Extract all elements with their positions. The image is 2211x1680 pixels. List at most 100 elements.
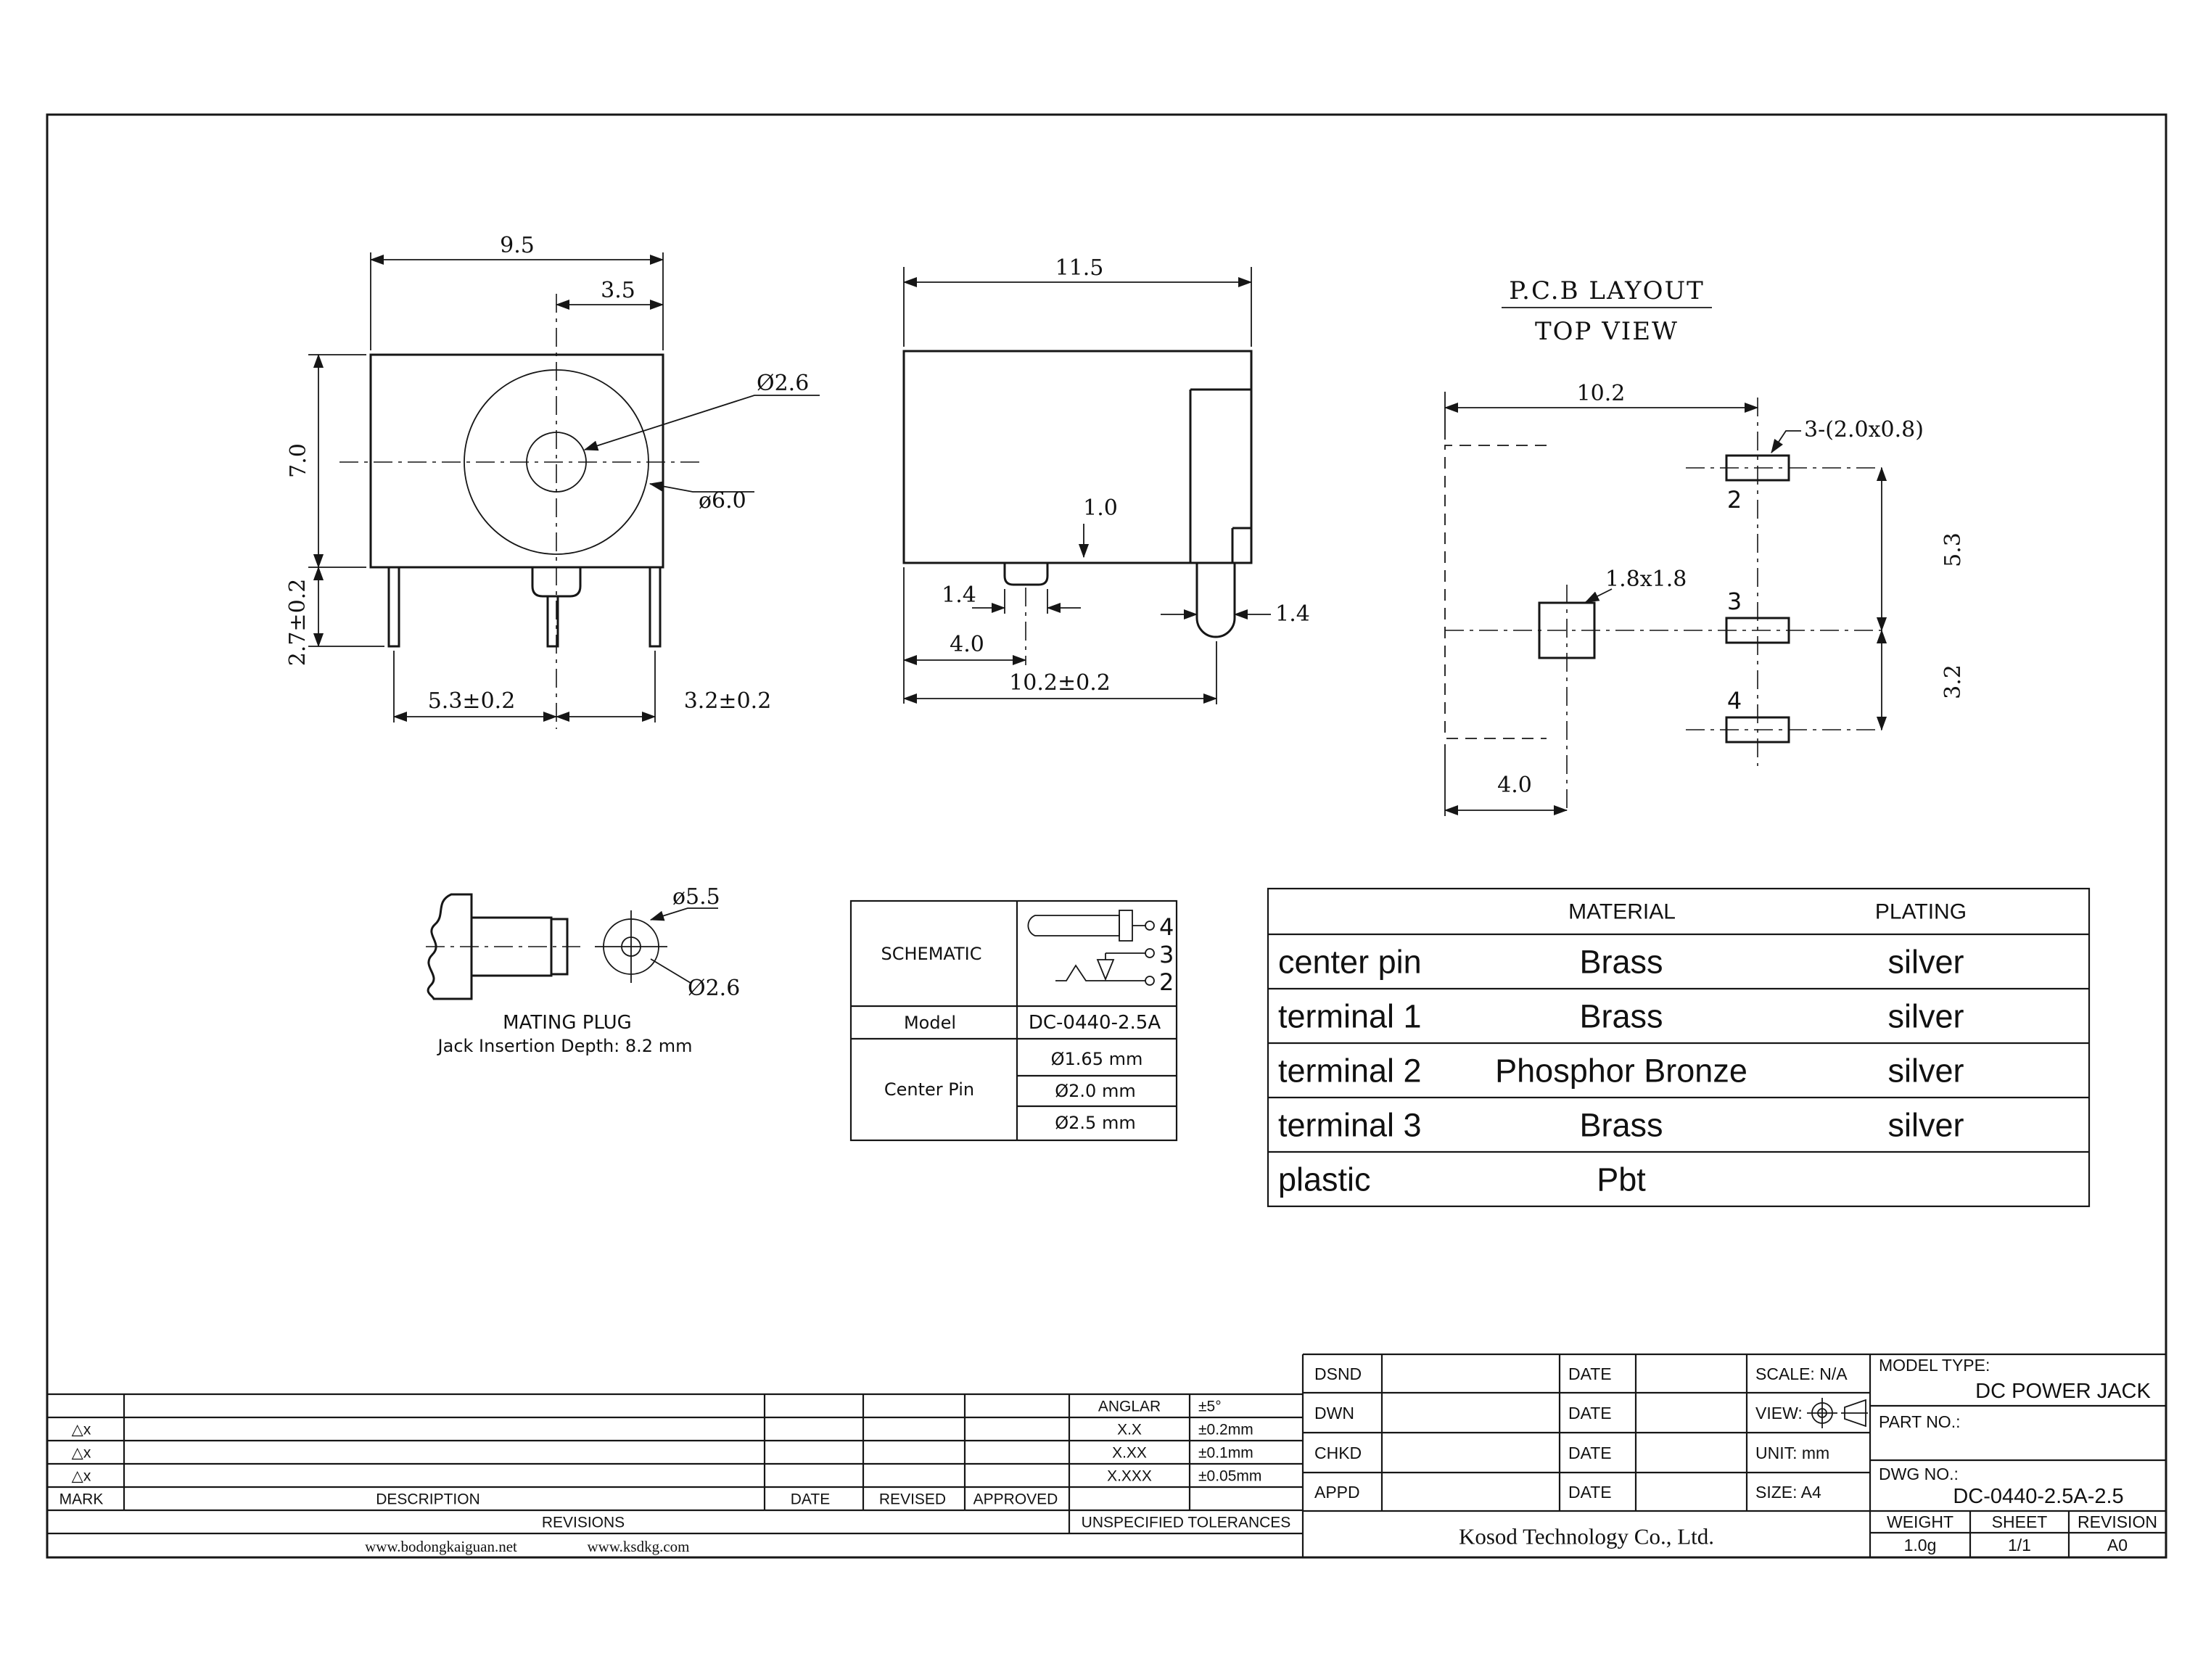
row-material: Phosphor Bronze: [1495, 1053, 1747, 1090]
tol-name: X.XX: [1112, 1445, 1147, 1462]
mark-header: MARK: [59, 1491, 104, 1508]
spec-center-pin-option: Ø2.5 mm: [1055, 1113, 1135, 1133]
sheet-border: [46, 113, 2167, 1559]
side-dim-stub-offset: 4.0: [950, 632, 984, 657]
sheet-value: 1/1: [2008, 1536, 2031, 1555]
row-material: Brass: [1579, 998, 1663, 1035]
spec-model-value: DC-0440-2.5A: [1029, 1012, 1161, 1034]
jack-schematic-symbol: 4 3 2: [1027, 910, 1174, 996]
model-type-label: MODEL TYPE:: [1879, 1356, 1990, 1375]
plug-subtitle: Jack Insertion Depth: 8.2 mm: [437, 1036, 693, 1056]
part-no-label: PART NO.:: [1879, 1412, 1960, 1431]
material-row: terminal 3 Brass silver: [1278, 1107, 1964, 1144]
row-part: terminal 2: [1278, 1053, 1422, 1090]
unspecified-tolerances-label: UNSPECIFIED TOLERANCES: [1082, 1515, 1291, 1531]
plating-col-header: PLATING: [1875, 900, 1967, 924]
pcb-layout-view: P.C.B LAYOUT TOP VIEW 10.2 3-(2.0x0.8) 1…: [1444, 276, 1966, 816]
revision-header: REVISION: [2078, 1512, 2157, 1531]
pcb-pin4-label: 4: [1727, 687, 1742, 715]
mark-symbol: △x: [72, 1468, 91, 1485]
front-dim-center-offset: 3.5: [601, 278, 635, 303]
view-label: VIEW:: [1755, 1404, 1803, 1422]
front-label-barrel: ø6.0: [699, 488, 746, 514]
row-part: plastic: [1278, 1161, 1371, 1198]
side-view: 11.5 1.0 1.4 4.0 10.2±0.2 1.4: [902, 255, 1310, 704]
description-header: DESCRIPTION: [376, 1491, 480, 1508]
material-row: center pin Brass silver: [1278, 944, 1964, 981]
dsnd-label: DSND: [1314, 1364, 1362, 1383]
pcb-dim-pitch-upper: 5.3: [1940, 532, 1966, 567]
approved-header: APPROVED: [973, 1491, 1058, 1508]
material-table: MATERIAL PLATING center pin Brass silver…: [1267, 887, 2091, 1208]
date-label: DATE: [1568, 1483, 1612, 1502]
pcb-subtitle: TOP VIEW: [1535, 317, 1679, 346]
spec-center-pin-option: Ø1.65 mm: [1051, 1049, 1143, 1069]
row-plating: silver: [1887, 1053, 1964, 1090]
mating-plug-view: ø5.5 Ø2.6 MATING PLUG Jack Insertion Dep…: [426, 884, 740, 1056]
row-material: Brass: [1579, 944, 1663, 981]
pcb-label-square-pad: 1.8x1.8: [1605, 567, 1687, 592]
front-dim-width: 9.5: [500, 233, 535, 258]
spec-center-pin-option: Ø2.0 mm: [1055, 1081, 1135, 1101]
tol-name: X.X: [1117, 1422, 1142, 1438]
tol-value: ±0.05mm: [1198, 1468, 1261, 1485]
weight-header: WEIGHT: [1887, 1512, 1953, 1531]
front-dim-pin-length: 2.7±0.2: [285, 579, 310, 667]
chkd-label: CHKD: [1314, 1444, 1362, 1462]
pcb-pin2-label: 2: [1727, 486, 1742, 514]
front-view: 9.5 3.5 Ø2.6 ø6.0 7.0 2.7±0.2 5.3±0.2 3.…: [285, 233, 820, 729]
side-dim-overall: 10.2±0.2: [1009, 670, 1111, 696]
pcb-dim-offset: 4.0: [1497, 773, 1532, 798]
schematic-pin3: 3: [1159, 941, 1174, 968]
schematic-pin4: 4: [1159, 913, 1174, 941]
appd-label: APPD: [1314, 1483, 1360, 1502]
date-label: DATE: [1568, 1364, 1612, 1383]
side-dim-terminal-width: 1.4: [1275, 601, 1310, 627]
revisions-block: △x △x △x MARK DESCRIPTION DATE REVISED A…: [47, 1393, 1303, 1555]
company-name: Kosod Technology Co., Ltd.: [1459, 1524, 1714, 1549]
row-part: terminal 3: [1278, 1107, 1422, 1144]
spec-schematic-label: SCHEMATIC: [881, 944, 982, 964]
sheet-header: SHEET: [1992, 1512, 2048, 1531]
row-plating: silver: [1887, 1107, 1964, 1144]
material-col-header: MATERIAL: [1568, 900, 1676, 924]
dwg-no-label: DWG NO.:: [1879, 1465, 1959, 1483]
side-dim-width: 11.5: [1055, 255, 1104, 281]
date-label: DATE: [1568, 1444, 1612, 1462]
model-type-value: DC POWER JACK: [1975, 1380, 2151, 1403]
front-dim-pitch-right: 3.2±0.2: [684, 688, 772, 714]
tolerance-table: ANGLAR ±5° X.X ±0.2mm X.XX ±0.1mm X.XXX …: [1082, 1399, 1291, 1531]
pcb-dim-pitch-lower: 3.2: [1940, 664, 1966, 699]
front-dim-height: 7.0: [286, 443, 311, 478]
title-block: DSND DATE DWN DATE CHKD DATE APPD DATE S…: [1301, 1353, 2166, 1557]
revised-header: REVISED: [879, 1491, 946, 1508]
tol-value: ±0.2mm: [1198, 1422, 1253, 1438]
side-dim-wall: 1.0: [1083, 495, 1118, 521]
mark-symbol: △x: [72, 1422, 91, 1438]
pcb-dim-width: 10.2: [1577, 381, 1626, 406]
front-dim-pitch-left: 5.3±0.2: [428, 688, 516, 714]
website-link: www.bodongkaiguan.net: [365, 1538, 517, 1555]
spec-model-label: Model: [904, 1013, 956, 1033]
mark-symbol: △x: [72, 1445, 91, 1462]
side-dim-stub-width: 1.4: [942, 582, 976, 608]
unit-value: UNIT: mm: [1755, 1444, 1829, 1462]
revisions-label: REVISIONS: [542, 1515, 625, 1531]
date-label: DATE: [1568, 1404, 1612, 1422]
website-link: www.ksdkg.com: [588, 1538, 690, 1555]
pcb-title: P.C.B LAYOUT: [1509, 276, 1705, 305]
tol-value: ±5°: [1198, 1399, 1222, 1415]
pcb-label-pads: 3-(2.0x0.8): [1804, 417, 1924, 442]
dwg-no-value: DC-0440-2.5A-2.5: [1953, 1485, 2123, 1508]
row-part: center pin: [1278, 944, 1422, 981]
row-material: Brass: [1579, 1107, 1663, 1144]
plug-title: MATING PLUG: [503, 1012, 632, 1034]
row-plating: silver: [1887, 998, 1964, 1035]
pcb-pin3-label: 3: [1727, 588, 1742, 615]
date-header: DATE: [791, 1491, 830, 1508]
spec-table: SCHEMATIC Model DC-0440-2.5A Center Pin …: [849, 899, 1178, 1142]
material-row: plastic Pbt: [1278, 1161, 1646, 1198]
front-label-center-hole: Ø2.6: [757, 371, 809, 396]
